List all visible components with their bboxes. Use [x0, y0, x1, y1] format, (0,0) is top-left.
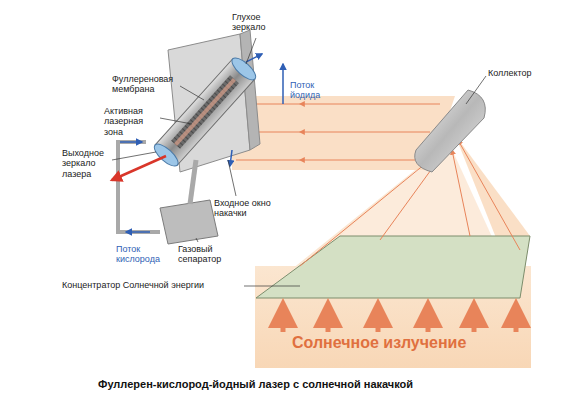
- part-label: Входное окно накачки: [214, 198, 274, 219]
- part-label: Фуллереновая мембрана: [112, 74, 178, 95]
- part-label: Концентратор Солнечной энергии: [62, 280, 242, 290]
- oxygen-pipe: [118, 142, 160, 232]
- part-label: Активная лазерная зона: [104, 106, 160, 137]
- output-beam: [112, 156, 166, 180]
- part-label: Глухое зеркало: [232, 12, 280, 33]
- radiation-label: Солнечное излучение: [292, 334, 532, 352]
- part-label: Коллектор: [488, 68, 558, 78]
- leader-lines: [112, 38, 486, 286]
- caption: Фуллерен-кислород-йодный лазер с солнечн…: [98, 378, 413, 390]
- part-label: Выходное зеркало лазера: [62, 148, 112, 179]
- part-label: Поток йодида: [290, 80, 326, 101]
- concentrator-plane: [256, 236, 530, 298]
- gas-separator: [160, 200, 218, 244]
- part-label: Газовый сепаратор: [178, 244, 228, 265]
- sun-arrows: [283, 304, 516, 332]
- laser-tube: [151, 54, 259, 169]
- part-label: Поток кислорода: [116, 244, 164, 265]
- collector-mirror: [415, 90, 486, 172]
